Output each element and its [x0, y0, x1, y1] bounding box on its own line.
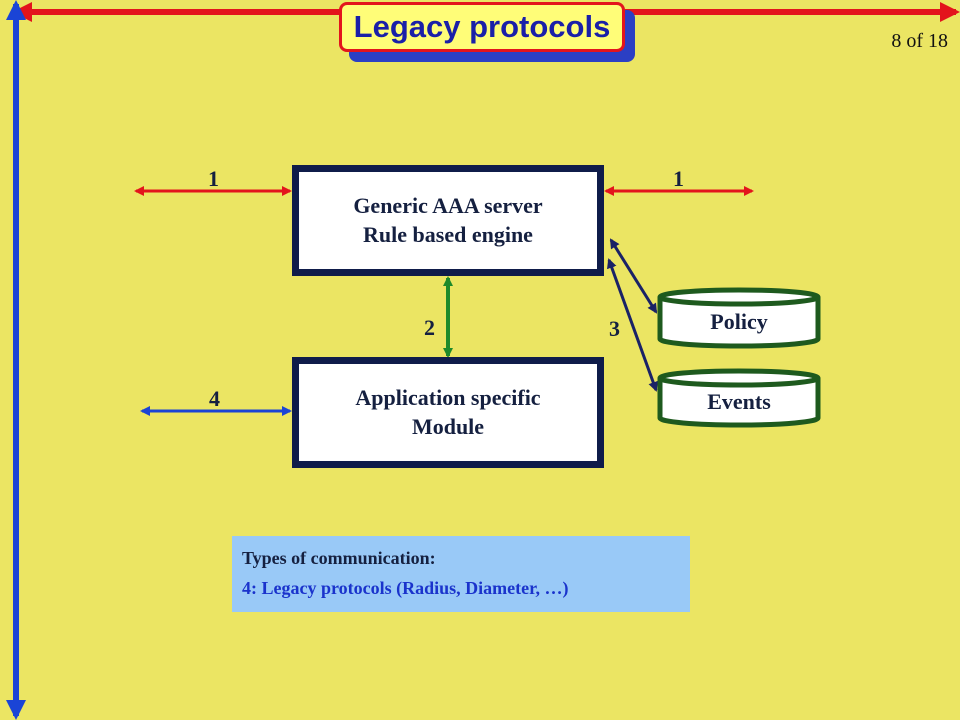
events-database-icon	[657, 368, 821, 428]
legend-box: Types of communication: 4: Legacy protoc…	[232, 536, 690, 612]
app-module-line2: Module	[411, 413, 485, 439]
page-indicator: 8 of 18	[891, 30, 948, 52]
page-title: Legacy protocols	[339, 2, 625, 52]
navy-arrow-events	[607, 258, 658, 392]
label-4: 4	[209, 386, 220, 411]
label-1-left: 1	[208, 166, 219, 191]
app-module-line1: Application specific	[355, 385, 541, 411]
aaa-server-line2: Rule based engine	[363, 221, 533, 247]
app-module-box: Application specific Module	[292, 357, 604, 468]
label-3: 3	[609, 316, 620, 341]
aaa-server-box: Generic AAA server Rule based engine	[292, 165, 604, 276]
aaa-server-line1: Generic AAA server	[353, 193, 543, 219]
legend-heading: Types of communication:	[242, 548, 436, 568]
legend-item: 4: Legacy protocols (Radius, Diameter, ……	[242, 578, 569, 598]
label-2: 2	[424, 315, 435, 340]
events-label: Events	[707, 389, 771, 414]
policy-database-icon	[657, 287, 821, 349]
policy-label: Policy	[710, 309, 768, 334]
label-1-right: 1	[673, 166, 684, 191]
navy-arrow-policy	[609, 238, 658, 314]
